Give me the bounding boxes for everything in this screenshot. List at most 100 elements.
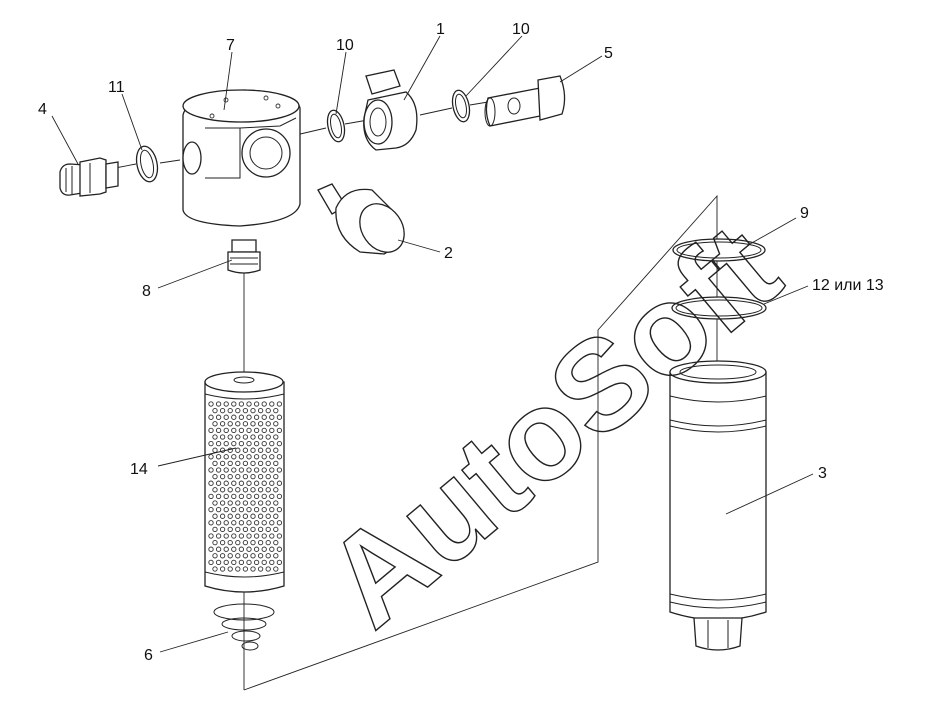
perforation-hole	[276, 480, 283, 486]
perforation-hole	[246, 533, 252, 539]
perforation-hole	[219, 434, 226, 440]
perforation-hole	[253, 401, 260, 407]
perforation-hole	[257, 421, 264, 427]
perforation-hole	[273, 407, 279, 414]
perforation-hole	[253, 414, 260, 420]
perforation-hole	[265, 553, 271, 559]
perforation-hole	[231, 480, 237, 486]
perforation-hole	[231, 454, 237, 460]
perforation-hole	[250, 487, 256, 493]
perforation-hole	[231, 414, 237, 420]
perforation-hole	[276, 454, 283, 460]
part-7-filter-head	[182, 89, 301, 227]
callout-7: 7	[226, 37, 235, 54]
perforation-hole	[265, 526, 271, 533]
perforation-hole	[265, 473, 271, 480]
perforation-hole	[223, 440, 229, 447]
perforation-hole	[250, 553, 256, 559]
perforation-hole	[250, 407, 256, 414]
perforation-hole	[269, 480, 275, 486]
callout-14: 14	[130, 461, 148, 478]
perforation-hole	[246, 493, 252, 500]
perforation-hole	[261, 480, 267, 486]
perforation-hole	[223, 546, 229, 552]
perforation-hole	[215, 546, 222, 552]
perforation-hole	[273, 500, 279, 506]
perforation-hole	[227, 473, 233, 480]
part-4-fitting	[59, 157, 119, 197]
perforation-hole	[238, 559, 245, 566]
perforation-hole	[242, 539, 249, 546]
part-2-sensor	[317, 183, 405, 255]
perforation-hole	[269, 467, 275, 473]
perforation-hole	[265, 500, 271, 506]
perforation-hole	[276, 506, 283, 513]
part-6-spring	[213, 603, 275, 651]
perforation-hole	[238, 493, 245, 500]
callout-12-13: 12 или 13	[812, 277, 884, 294]
perforation-hole	[219, 421, 226, 427]
perforation-hole	[212, 434, 218, 440]
perforation-hole	[253, 546, 260, 552]
callout-8: 8	[142, 283, 151, 300]
perforation-hole	[208, 454, 214, 460]
perforation-hole	[227, 421, 233, 427]
perforation-hole	[257, 553, 264, 559]
perforation-hole	[215, 467, 222, 473]
perforation-hole	[257, 513, 264, 519]
perforation-hole	[269, 493, 275, 500]
perforation-hole	[227, 407, 233, 414]
perforation-hole	[223, 506, 229, 513]
perforation-hole	[219, 500, 226, 506]
perforation-hole	[227, 513, 233, 519]
perforation-hole	[246, 440, 252, 447]
perforation-hole	[212, 500, 218, 506]
perforation-hole	[269, 506, 275, 513]
perforation-hole	[231, 533, 237, 539]
perforation-hole	[212, 421, 218, 427]
perforation-hole	[235, 421, 241, 427]
callout-9: 9	[800, 205, 809, 222]
perforation-hole	[269, 520, 275, 526]
perforation-hole	[269, 427, 275, 434]
perforation-hole	[253, 506, 260, 513]
perforation-hole	[261, 533, 267, 539]
perforation-hole	[273, 487, 279, 493]
perforation-hole	[250, 460, 256, 467]
part-11-oring	[135, 145, 159, 183]
perforation-hole	[212, 487, 218, 493]
perforation-hole	[246, 520, 252, 526]
perforation-hole	[223, 414, 229, 420]
perforation-hole	[208, 506, 214, 513]
perforation-hole	[219, 553, 226, 559]
perforation-hole	[276, 427, 283, 434]
perforation-hole	[265, 539, 271, 546]
perforation-hole	[246, 546, 252, 552]
perforation-hole	[246, 401, 252, 407]
perforation-hole	[227, 539, 233, 546]
perforation-hole	[215, 520, 222, 526]
perforation-hole	[246, 480, 252, 486]
perforation-hole	[215, 533, 222, 539]
perforation-hole	[257, 566, 264, 572]
callout-2: 2	[444, 245, 453, 262]
perforation-hole	[261, 454, 267, 460]
perforation-hole	[223, 493, 229, 500]
perforation-hole	[250, 566, 256, 572]
perforation-hole	[242, 421, 249, 427]
perforation-hole	[257, 434, 264, 440]
perforation-hole	[212, 539, 218, 546]
perforation-hole	[212, 447, 218, 453]
perforation-hole	[253, 480, 260, 486]
perforation-hole	[269, 454, 275, 460]
perforation-hole	[235, 434, 241, 440]
perforation-hole	[246, 506, 252, 513]
perforation-hole	[231, 467, 237, 473]
perforation-hole	[253, 454, 260, 460]
perforation-hole	[261, 559, 267, 566]
perforation-hole	[273, 447, 279, 453]
perforation-hole	[212, 407, 218, 414]
perforation-hole	[223, 427, 229, 434]
perforation-hole	[227, 553, 233, 559]
perforation-hole	[246, 454, 252, 460]
